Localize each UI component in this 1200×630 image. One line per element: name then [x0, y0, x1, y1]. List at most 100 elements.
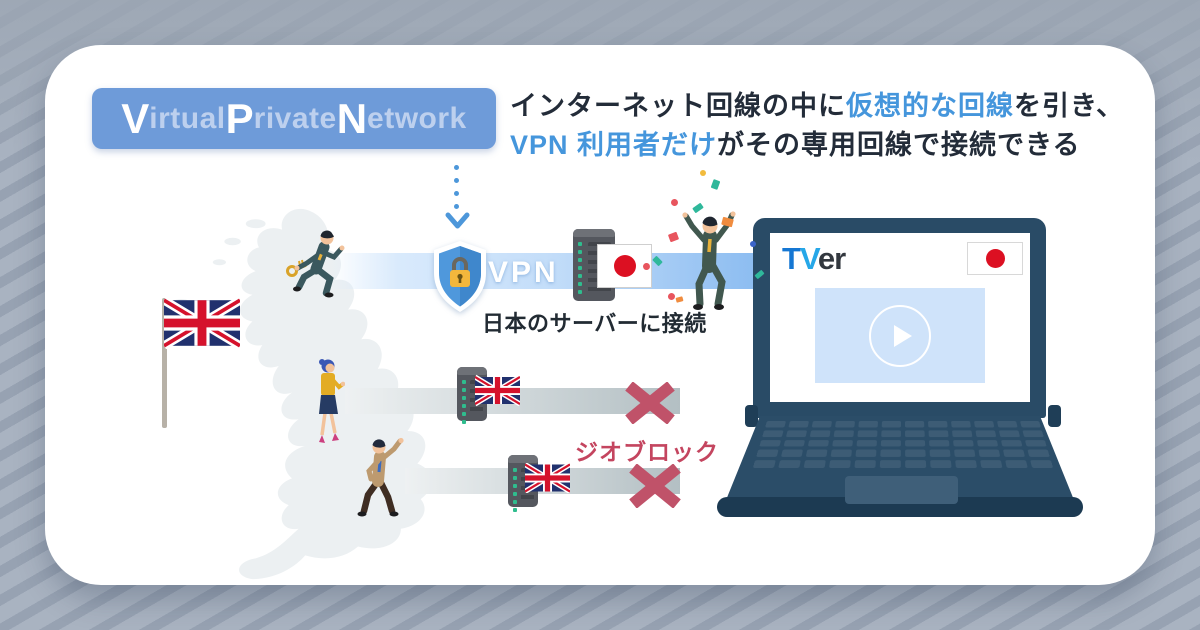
keyboard-key — [951, 430, 973, 437]
keyboard-key — [998, 430, 1020, 437]
server-led — [462, 388, 466, 392]
keyboard-key — [788, 421, 809, 428]
server-led — [462, 396, 466, 400]
keyboard-key — [928, 430, 949, 437]
text-part: etwork — [367, 101, 467, 135]
keyboard-key — [881, 430, 901, 437]
server-led — [578, 274, 582, 278]
server-led — [513, 468, 517, 472]
geoblock-label: ジオブロック — [575, 439, 719, 465]
server-led — [578, 242, 582, 246]
tver-logo-t: T — [782, 241, 801, 276]
text-part: irtual — [149, 101, 226, 135]
server-led — [513, 476, 517, 480]
text-part: N — [336, 94, 368, 142]
server-led — [578, 258, 582, 262]
keyboard-key — [879, 460, 901, 468]
keyboard-key — [975, 430, 997, 437]
play-button-icon — [869, 304, 931, 367]
server-led — [462, 380, 466, 384]
tver-logo-v: V — [799, 241, 819, 276]
server-led — [513, 508, 517, 512]
keyboard-key — [954, 449, 976, 458]
uk-flag-icon — [164, 297, 240, 349]
keyboard-key — [1024, 439, 1047, 447]
keyboard-key — [928, 421, 948, 428]
keyboard-key — [1005, 460, 1028, 468]
keyboard-key — [803, 460, 826, 468]
confetti-piece — [700, 170, 706, 176]
japan-flag-icon — [597, 244, 652, 288]
keyboard-key — [1020, 421, 1041, 428]
keyboard-key — [759, 439, 782, 447]
keyboard-key — [1000, 439, 1023, 447]
keyboard-key — [1003, 449, 1026, 458]
keyboard-key — [976, 439, 999, 447]
keyboard-key — [854, 460, 876, 468]
text-part: 仮想的な回線 — [846, 91, 1014, 121]
keyboard-key — [830, 449, 852, 458]
arrow-dot — [454, 165, 459, 170]
keyboard-key — [930, 460, 952, 468]
keyboard-key — [905, 449, 926, 458]
keyboard-key — [833, 430, 855, 437]
text-part: rivate — [253, 101, 337, 135]
keyboard-key — [780, 449, 803, 458]
arrow-dot — [454, 204, 459, 209]
server-led — [513, 484, 517, 488]
confetti-piece — [710, 179, 721, 190]
tver-logo: TVer — [782, 241, 846, 277]
server-led — [578, 266, 582, 270]
keyboard-key — [880, 439, 901, 447]
keyboard-key — [855, 449, 877, 458]
japan-flag-screen-icon — [967, 242, 1023, 275]
headline-line-1: インターネット回線の中に仮想的な回線を引き、 — [510, 87, 1124, 126]
laptop-hinge-right — [1048, 405, 1061, 427]
keyboard-key — [809, 430, 831, 437]
keyboard-key — [858, 421, 878, 428]
arrow-down-icon — [445, 212, 470, 230]
tver-logo-er: er — [817, 241, 846, 276]
keyboard-key — [783, 439, 806, 447]
blocked-x-icon-2 — [629, 463, 681, 509]
keyboard-key — [929, 449, 951, 458]
keyboard-key — [765, 421, 786, 428]
keyboard-key — [756, 449, 779, 458]
text-part: を引き、 — [1014, 91, 1125, 121]
server-led — [462, 412, 466, 416]
text-part: V — [121, 94, 150, 142]
uk-flag-small-icon-2 — [525, 463, 570, 493]
server-led — [578, 282, 582, 286]
flag-pole — [162, 298, 167, 428]
headline-line-2: VPN 利用者だけがその専用回線で接続できる — [510, 126, 1124, 165]
keyboard-key — [955, 460, 977, 468]
server-led — [578, 290, 582, 294]
headline-text: インターネット回線の中に仮想的な回線を引き、 VPN 利用者だけがその専用回線で… — [510, 87, 1124, 165]
keyboard-key — [857, 430, 878, 437]
confetti-piece — [750, 241, 756, 247]
server-led — [462, 404, 466, 408]
keyboard-key — [832, 439, 853, 447]
confetti-piece — [669, 197, 680, 208]
arrow-dot — [454, 191, 459, 196]
keyboard-key — [905, 430, 925, 437]
keyboard-key — [807, 439, 830, 447]
keyboard-key — [929, 439, 950, 447]
keyboard-key — [951, 421, 971, 428]
keyboard-key — [953, 439, 974, 447]
text-part: VPN 利用者だけ — [510, 130, 718, 160]
server-led — [513, 492, 517, 496]
keyboard-key — [997, 421, 1018, 428]
waving-man — [354, 437, 410, 523]
laptop-touchpad — [845, 476, 958, 504]
keyboard-key — [829, 460, 851, 468]
keyboard-key — [881, 421, 901, 428]
keyboard-key — [811, 421, 832, 428]
japan-server-caption: 日本のサーバーに接続 — [482, 311, 707, 336]
running-businessman-with-key — [283, 227, 351, 313]
keyboard-key — [778, 460, 801, 468]
server-led — [578, 250, 582, 254]
